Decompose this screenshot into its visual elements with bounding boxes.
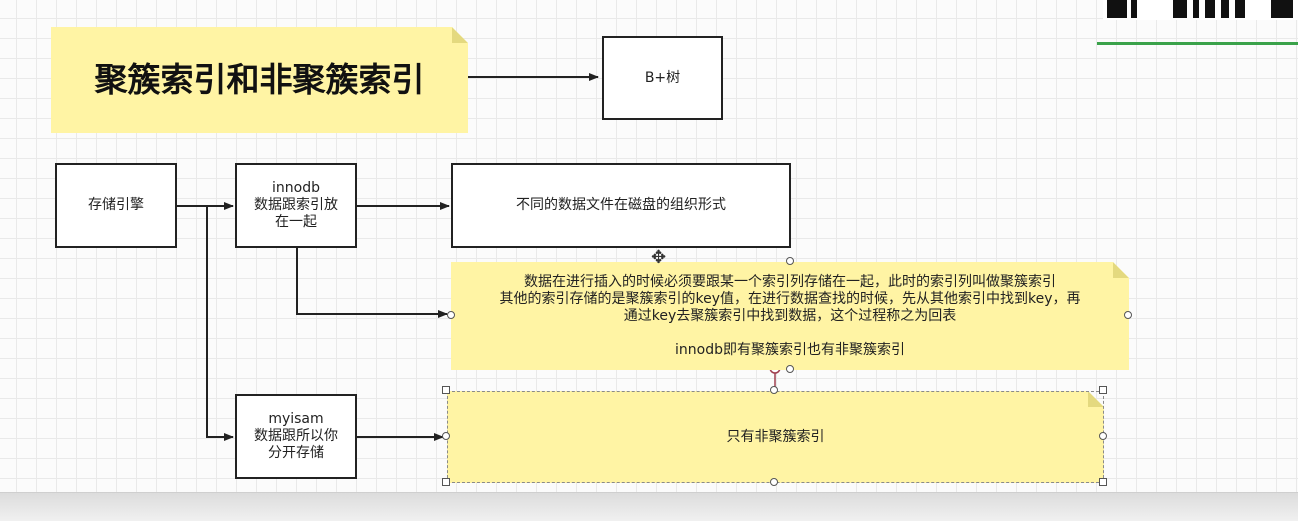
handle-note-bottom[interactable] xyxy=(786,365,794,373)
handle-note-right[interactable] xyxy=(1124,311,1132,319)
resize-handle-tl[interactable] xyxy=(442,386,450,394)
myisam-label: myisam 数据跟所以你 分开存储 xyxy=(254,411,338,461)
note-fold xyxy=(452,27,468,43)
qr-code-icon xyxy=(1103,0,1298,20)
selection-outline xyxy=(447,391,1104,483)
title-note[interactable]: 聚簇索引和非聚簇索引 xyxy=(51,27,468,133)
resize-handle-mr[interactable] xyxy=(1099,432,1107,440)
storage-engine-node[interactable]: 存储引擎 xyxy=(55,163,177,248)
handle-disk-bottom[interactable] xyxy=(786,257,794,265)
myisam-note[interactable]: 只有非聚簇索引 xyxy=(447,391,1104,483)
myisam-node[interactable]: myisam 数据跟所以你 分开存储 xyxy=(235,394,357,479)
edge-engine-to-myisam xyxy=(206,206,234,441)
accent-line xyxy=(1097,42,1298,45)
innodb-explanation-text: 数据在进行插入的时候必须要跟某一个索引列存储在一起，此时的索引列叫做聚簇索引 其… xyxy=(499,273,1081,358)
edge-innodb-to-note xyxy=(296,248,448,318)
resize-handle-tm[interactable] xyxy=(770,386,778,394)
page-title: 聚簇索引和非聚簇索引 xyxy=(94,60,425,99)
disk-organization-node[interactable]: 不同的数据文件在磁盘的组织形式 xyxy=(451,163,791,248)
myisam-note-text: 只有非聚簇索引 xyxy=(726,428,825,445)
resize-handle-br[interactable] xyxy=(1099,478,1107,486)
resize-handle-ml[interactable] xyxy=(442,432,450,440)
bottom-status-bar xyxy=(0,492,1298,521)
btree-label: B+树 xyxy=(644,69,681,86)
handle-note-left[interactable] xyxy=(447,311,455,319)
note-fold xyxy=(1113,262,1129,278)
innodb-explanation-note[interactable]: 数据在进行插入的时候必须要跟某一个索引列存储在一起，此时的索引列叫做聚簇索引 其… xyxy=(451,262,1129,370)
move-cursor-icon: ✥ xyxy=(651,247,667,268)
storage-engine-label: 存储引擎 xyxy=(88,197,144,213)
resize-handle-bm[interactable] xyxy=(770,478,778,486)
innodb-node[interactable]: innodb 数据跟索引放 在一起 xyxy=(235,163,357,248)
resize-handle-bl[interactable] xyxy=(442,478,450,486)
btree-node[interactable]: B+树 xyxy=(602,36,723,120)
resize-handle-tr[interactable] xyxy=(1099,386,1107,394)
innodb-label: innodb 数据跟索引放 在一起 xyxy=(254,180,338,230)
disk-organization-label: 不同的数据文件在磁盘的组织形式 xyxy=(516,197,726,213)
